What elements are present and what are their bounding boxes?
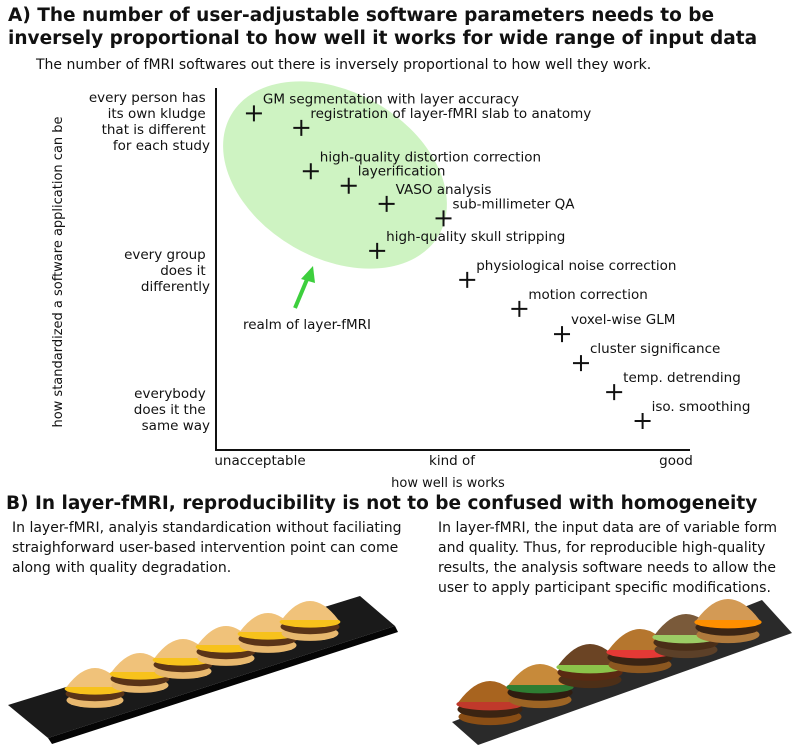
y-axis-title: how standardized a software application … bbox=[51, 116, 66, 427]
section-a-title: A) The number of user-adjustable softwar… bbox=[8, 5, 758, 49]
data-point-label: GM segmentation with layer accuracy bbox=[263, 91, 519, 107]
data-point-marker bbox=[369, 242, 386, 259]
uniform-burgers-illustration bbox=[8, 596, 398, 744]
data-point-label: physiological noise correction bbox=[476, 258, 676, 274]
x-tick-label-unacceptable: unacceptable bbox=[214, 453, 305, 469]
data-point-label: registration of layer-fMRI slab to anato… bbox=[310, 106, 591, 122]
data-point-marker bbox=[378, 195, 395, 212]
data-point: motion correction bbox=[511, 287, 648, 317]
x-tick-label-good: good bbox=[659, 453, 693, 469]
section-b-right-text: In layer-fMRI, the input data are of var… bbox=[438, 520, 777, 596]
data-point-marker bbox=[293, 119, 310, 136]
realm-arrow-head bbox=[301, 266, 315, 283]
burger-illustrations bbox=[8, 596, 792, 745]
x-axis-title: how well is works bbox=[391, 476, 505, 491]
y-tick-label-top: every person has its own kludge that is … bbox=[89, 90, 210, 154]
x-tick-label-kind-of: kind of bbox=[429, 453, 476, 469]
data-point-label: high-quality distortion correction bbox=[320, 149, 541, 165]
data-point: registration of layer-fMRI slab to anato… bbox=[293, 106, 591, 136]
data-point-label: cluster significance bbox=[590, 341, 720, 357]
section-a-subtitle: The number of fMRI softwares out there i… bbox=[36, 57, 652, 73]
burger-icon bbox=[64, 668, 126, 708]
data-point: GM segmentation with layer accuracy bbox=[245, 91, 519, 122]
burger-icon bbox=[506, 664, 574, 709]
data-point-label: sub-millimeter QA bbox=[453, 196, 576, 212]
burger-icon bbox=[456, 681, 524, 726]
burger-icon bbox=[279, 601, 341, 641]
realm-region bbox=[223, 81, 447, 269]
data-point: voxel-wise GLM bbox=[554, 312, 675, 343]
data-point: VASO analysis bbox=[378, 182, 492, 212]
data-point-marker bbox=[302, 163, 319, 180]
data-point-marker bbox=[572, 355, 589, 372]
data-point-marker bbox=[554, 326, 571, 343]
data-point-label: iso. smoothing bbox=[652, 399, 751, 415]
burger-icon bbox=[556, 644, 624, 689]
data-point-marker bbox=[459, 271, 476, 288]
section-b-left-text: In layer-fMRI, analyis standardication w… bbox=[12, 520, 402, 576]
data-point-marker bbox=[340, 177, 357, 194]
data-point-marker bbox=[634, 413, 651, 430]
data-point-label: layerification bbox=[358, 164, 446, 180]
data-point: temp. detrending bbox=[606, 370, 741, 401]
data-point-marker bbox=[511, 300, 528, 317]
y-tick-label-bottom: everybody does it the same way bbox=[134, 386, 210, 434]
data-point-label: motion correction bbox=[528, 287, 647, 303]
data-point-marker bbox=[606, 384, 623, 401]
data-point: physiological noise correction bbox=[459, 258, 676, 288]
data-point-marker bbox=[435, 210, 452, 227]
data-point: iso. smoothing bbox=[634, 399, 751, 430]
data-point-marker bbox=[245, 105, 262, 122]
burger-icon bbox=[694, 599, 762, 644]
y-tick-label-middle: every group does it differently bbox=[124, 247, 210, 295]
points-layer: GM segmentation with layer accuracyregis… bbox=[245, 91, 751, 430]
data-point-label: voxel-wise GLM bbox=[571, 312, 675, 328]
realm-label: realm of layer-fMRI bbox=[243, 317, 371, 333]
data-point: high-quality distortion correction bbox=[302, 149, 541, 180]
section-b-title: B) In layer-fMRI, reproducibility is not… bbox=[6, 493, 758, 514]
data-point-label: temp. detrending bbox=[623, 370, 741, 386]
data-point-label: high-quality skull stripping bbox=[386, 229, 565, 245]
varied-burgers-illustration bbox=[452, 599, 792, 745]
realm-arrow bbox=[293, 276, 310, 309]
data-point: high-quality skull stripping bbox=[369, 229, 565, 259]
data-point: sub-millimeter QA bbox=[435, 196, 576, 227]
data-point: cluster significance bbox=[572, 341, 720, 372]
data-point: layerification bbox=[340, 164, 446, 194]
scatter-chart: every person has its own kludge that is … bbox=[51, 81, 751, 491]
data-point-label: VASO analysis bbox=[396, 182, 492, 198]
